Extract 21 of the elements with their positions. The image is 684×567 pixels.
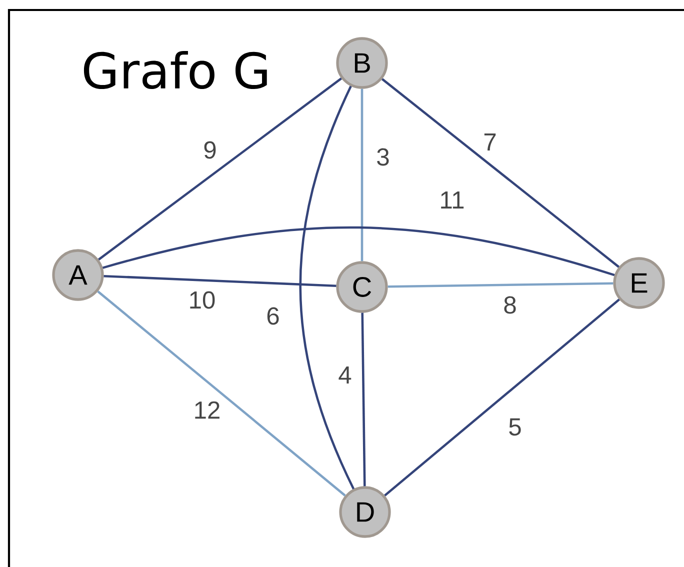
edge-line bbox=[384, 298, 620, 496]
edge-line bbox=[382, 78, 620, 268]
edge-label: 10 bbox=[186, 290, 218, 310]
edge-label: 7 bbox=[481, 132, 499, 152]
edge-line bbox=[360, 88, 364, 262]
edge-label: 11 bbox=[437, 190, 467, 210]
edge-label: 3 bbox=[374, 146, 392, 168]
edge-label: 9 bbox=[201, 140, 219, 160]
edge-label: 5 bbox=[506, 416, 524, 438]
edge-line bbox=[388, 282, 614, 288]
edge-line bbox=[102, 226, 615, 276]
edge-line bbox=[361, 312, 366, 486]
edge-line bbox=[299, 86, 355, 490]
edge-line bbox=[97, 290, 346, 496]
edge-label: 4 bbox=[336, 364, 354, 386]
edge-line bbox=[104, 274, 336, 288]
title: Grafo G bbox=[84, 50, 267, 90]
edge-label: 8 bbox=[501, 294, 519, 316]
edge-line bbox=[98, 78, 342, 260]
edge-label: 12 bbox=[192, 400, 222, 420]
edge-label: 6 bbox=[264, 306, 282, 326]
